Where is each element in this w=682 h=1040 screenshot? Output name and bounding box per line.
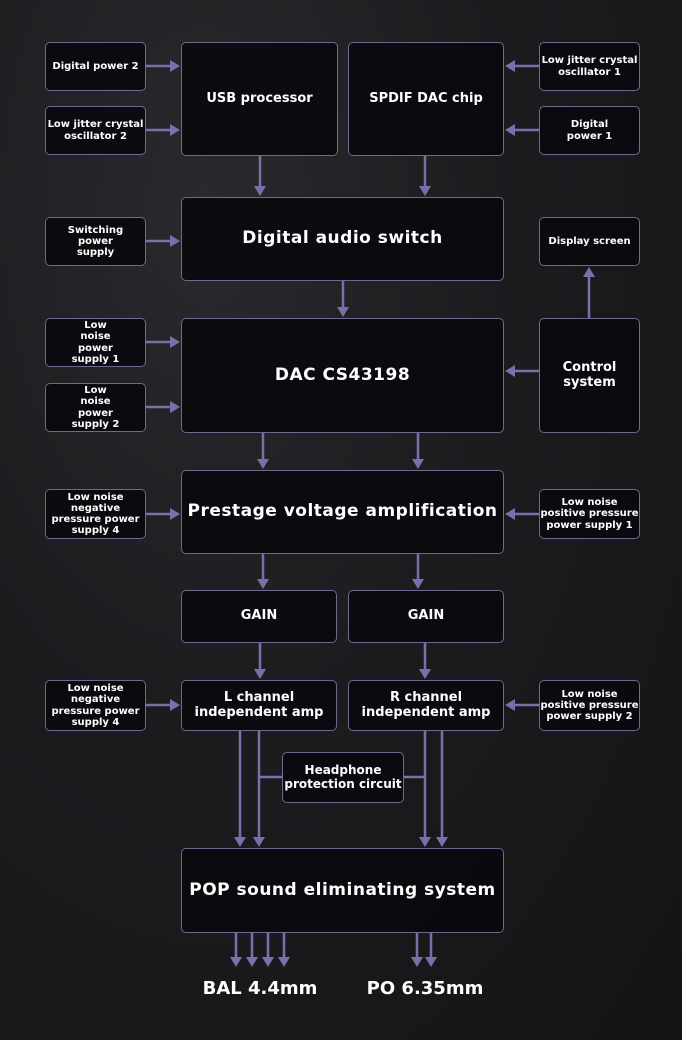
prestage-amplification-block: Prestage voltage amplification (181, 470, 504, 554)
block-label: Low noise positive pressure power supply… (540, 497, 639, 531)
arrowhead-icon (425, 957, 437, 967)
switching-power-supply-block: Switching power supply (45, 217, 146, 266)
block-label: Control system (562, 359, 617, 390)
negative-psu-4-bottom-block: Low noise negative pressure power supply… (45, 680, 146, 731)
block-label: Headphone protection circuit (284, 763, 402, 791)
arrowhead-icon (170, 508, 180, 520)
block-label: POP sound eliminating system (189, 879, 496, 900)
arrowhead-icon (505, 60, 515, 72)
arrowhead-icon (170, 124, 180, 136)
block-label: R channel independent amp (361, 689, 491, 720)
arrowhead-icon (412, 579, 424, 589)
block-label: Low jitter crystal oscillator 1 (541, 55, 638, 78)
bal-output-label: BAL 4.4mm (202, 978, 318, 999)
digital-power-1-block: Digital power 1 (539, 106, 640, 155)
l-channel-amp-block: L channel independent amp (181, 680, 337, 731)
arrowhead-icon (505, 699, 515, 711)
arrowhead-icon (253, 837, 265, 847)
crystal-oscillator-1-block: Low jitter crystal oscillator 1 (539, 42, 640, 91)
arrowhead-icon (170, 235, 180, 247)
block-label: Low noise power supply 2 (71, 385, 120, 430)
arrowhead-icon (230, 957, 242, 967)
block-label: DAC CS43198 (274, 364, 411, 385)
headphone-protection-block: Headphone protection circuit (282, 752, 404, 803)
arrowhead-icon (278, 957, 290, 967)
arrowhead-icon (170, 401, 180, 413)
display-screen-block: Display screen (539, 217, 640, 266)
block-label: Switching power supply (67, 224, 124, 259)
arrowhead-icon (257, 579, 269, 589)
block-label: Low noise positive pressure power supply… (540, 688, 639, 723)
block-label: Digital audio switch (242, 228, 443, 249)
r-channel-amp-block: R channel independent amp (348, 680, 504, 731)
arrowhead-icon (257, 459, 269, 469)
arrowhead-icon (170, 336, 180, 348)
pop-elimination-block: POP sound eliminating system (181, 848, 504, 933)
block-label: Low jitter crystal oscillator 2 (47, 119, 144, 142)
usb-processor-block: USB processor (181, 42, 338, 156)
arrowhead-icon (411, 957, 423, 967)
arrowhead-icon (505, 508, 515, 520)
dac-block: DAC CS43198 (181, 318, 504, 433)
block-label: Prestage voltage amplification (187, 501, 498, 522)
control-system-block: Control system (539, 318, 640, 433)
block-label: SPDIF DAC chip (369, 90, 483, 106)
block-label: L channel independent amp (194, 689, 324, 720)
arrowhead-icon (337, 307, 349, 317)
block-label: Low noise power supply 1 (71, 320, 120, 365)
positive-psu-1-block: Low noise positive pressure power supply… (539, 489, 640, 539)
block-label: Low noise negative pressure power supply… (51, 491, 140, 537)
block-label: Low noise negative pressure power supply… (51, 683, 140, 728)
negative-psu-4-block: Low noise negative pressure power supply… (45, 489, 146, 539)
arrowhead-icon (505, 124, 515, 136)
arrowhead-icon (246, 957, 258, 967)
digital-audio-switch-block: Digital audio switch (181, 197, 504, 281)
po-output-label: PO 6.35mm (366, 978, 484, 999)
crystal-oscillator-2-block: Low jitter crystal oscillator 2 (45, 106, 146, 155)
arrowhead-icon (419, 837, 431, 847)
arrowhead-icon (170, 60, 180, 72)
arrowhead-icon (419, 669, 431, 679)
positive-psu-2-block: Low noise positive pressure power supply… (539, 680, 640, 731)
arrowhead-icon (419, 186, 431, 196)
block-label: USB processor (206, 90, 313, 106)
digital-power-2-block: Digital power 2 (45, 42, 146, 91)
arrowhead-icon (412, 459, 424, 469)
arrowhead-icon (234, 837, 246, 847)
gain-left-block: GAIN (181, 590, 337, 643)
block-label: Display screen (548, 235, 631, 247)
arrowhead-icon (505, 365, 515, 377)
low-noise-psu-2-block: Low noise power supply 2 (45, 383, 146, 432)
arrowhead-icon (583, 267, 595, 277)
arrowhead-icon (436, 837, 448, 847)
block-label: Digital power 2 (52, 60, 139, 72)
arrowhead-icon (254, 669, 266, 679)
spdif-dac-block: SPDIF DAC chip (348, 42, 504, 156)
block-label: GAIN (407, 608, 445, 624)
arrowhead-icon (262, 957, 274, 967)
block-label: Digital power 1 (566, 119, 613, 142)
gain-right-block: GAIN (348, 590, 504, 643)
low-noise-psu-1-block: Low noise power supply 1 (45, 318, 146, 367)
block-label: GAIN (240, 608, 278, 624)
arrowhead-icon (254, 186, 266, 196)
arrowhead-icon (170, 699, 180, 711)
